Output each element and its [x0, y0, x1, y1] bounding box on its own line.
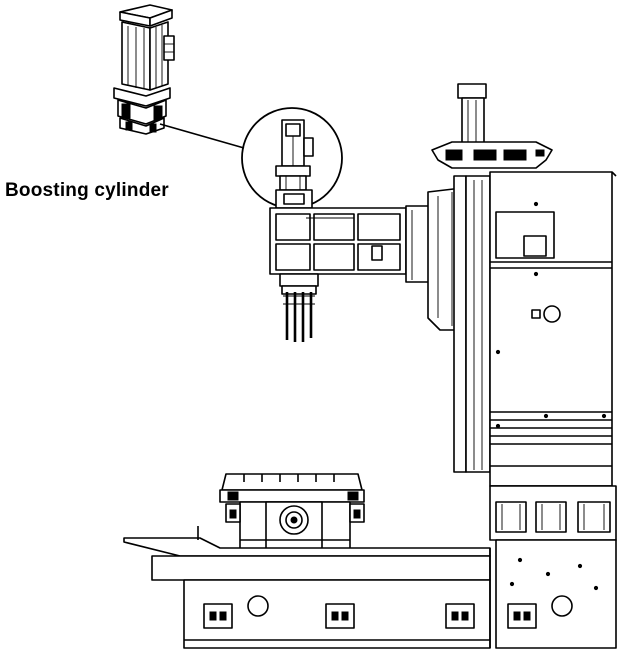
machine-base: [123, 526, 491, 649]
boosting-cylinder-detail: [113, 4, 175, 135]
callout-leader-line: [159, 123, 245, 149]
boosting-cylinder-label: Boosting cylinder: [5, 180, 169, 201]
work-table: [219, 473, 365, 557]
column-saddle: [427, 175, 491, 473]
magnifier-circle: [241, 107, 343, 209]
spindle-head: [269, 189, 431, 342]
main-column: [489, 171, 617, 487]
z-axis-motor: [431, 83, 553, 169]
column-base: [489, 485, 617, 649]
